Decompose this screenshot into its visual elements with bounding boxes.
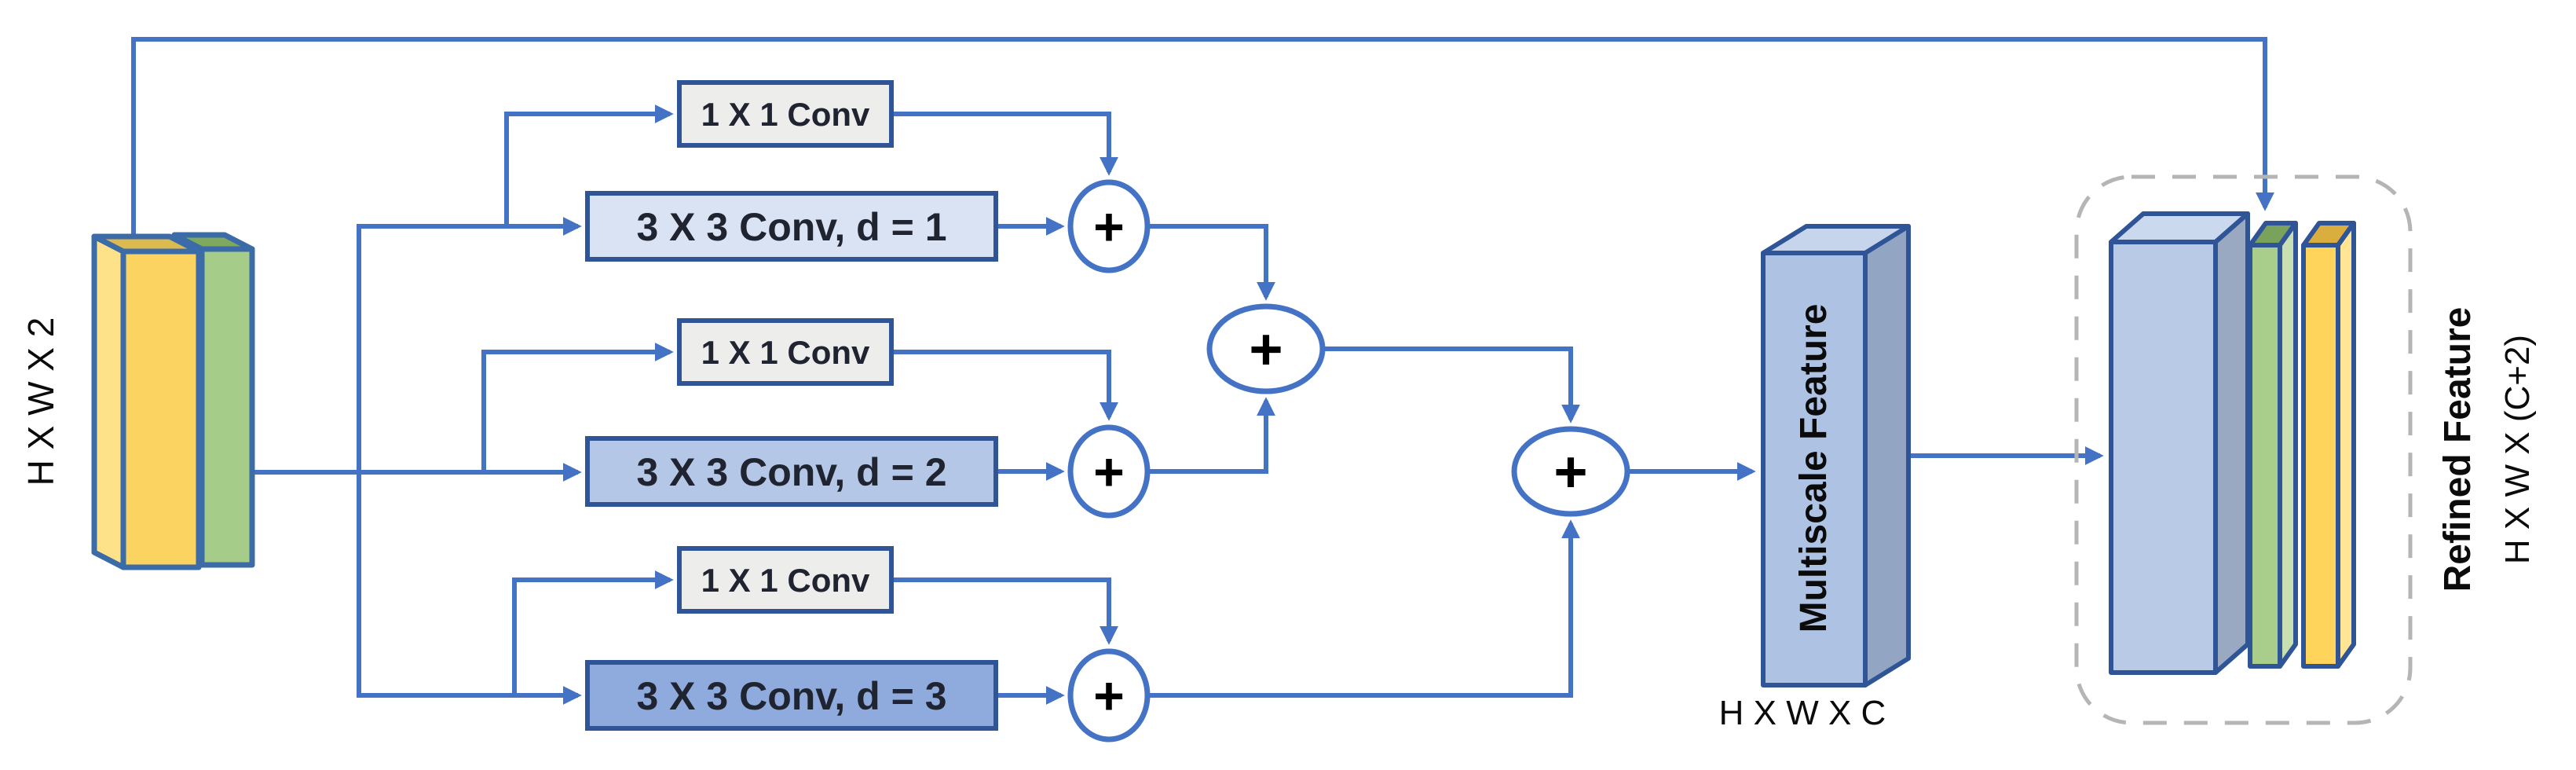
refined-blue-side-face	[2213, 211, 2250, 675]
branch1-1x1-feed-line	[504, 104, 674, 226]
plus-node-1-symbol: +	[1093, 197, 1125, 257]
trunk-to-branch3-line	[357, 472, 582, 705]
conv1x1-d2-label: 1 X 1 Conv	[701, 334, 870, 371]
branch-2: 1 X 1 Conv 3 X 3 Conv, d = 2 +	[585, 318, 1151, 519]
branch2-1x1-feed-line	[481, 343, 674, 472]
plus1-to-merge-line	[1147, 224, 1275, 301]
input-yellow-side-face	[91, 233, 126, 570]
plus-node-3	[1067, 648, 1151, 742]
refined-blue-front-face	[2109, 240, 2218, 675]
plus3-to-final-line	[1147, 519, 1580, 698]
conv3x3-d2-box	[585, 436, 998, 507]
refined-feature-group: Refined Feature H X W X (C+2)	[2074, 174, 2537, 725]
plus-node-final-symbol: +	[1553, 439, 1587, 504]
conv3x3-d3-box	[585, 660, 998, 731]
conv1x1-d3-label: 1 X 1 Conv	[701, 562, 870, 599]
plus-node-2-symbol: +	[1093, 442, 1125, 502]
branch2-1x1-out-line	[891, 350, 1118, 421]
conv3x3-d1-box	[585, 191, 998, 262]
refined-dashed-boundary	[2074, 174, 2413, 725]
refined-green-front-face	[2248, 243, 2282, 669]
aggregation-nodes: + +	[1206, 303, 1630, 517]
trunk-to-branch1-line	[357, 217, 582, 472]
multiscale-feature-block: Multiscale Feature H X W X C	[1719, 224, 1911, 732]
conv1x1-d1-box	[677, 80, 894, 148]
skip-connection-line	[131, 37, 2274, 236]
branch1-1x1-out-line	[891, 112, 1118, 176]
refined-dims-label: H X W X (C+2)	[2498, 335, 2537, 564]
plus-node-final	[1511, 426, 1630, 517]
input-tensor-block: H X W X 2	[20, 232, 255, 570]
branch-3: 1 X 1 Conv 3 X 3 Conv, d = 3 +	[585, 546, 1151, 742]
plus-node-2	[1067, 424, 1151, 519]
plus-node-1	[1067, 179, 1151, 273]
plus2-to-merge-line	[1147, 397, 1275, 474]
multiscale-side-face	[1863, 224, 1911, 688]
conv1x1-d3-box	[677, 546, 894, 614]
refined-feature-label: Refined Feature	[2437, 307, 2479, 592]
conv1x1-d1-label: 1 X 1 Conv	[701, 96, 870, 133]
branch-1: 1 X 1 Conv 3 X 3 Conv, d = 1 +	[585, 80, 1151, 273]
branch3-1x1-out-line	[891, 578, 1118, 645]
refined-yellow-front-face	[2301, 243, 2340, 669]
multiscale-front-face	[1761, 251, 1868, 688]
branch3-1x1-feed-line	[512, 570, 674, 695]
multiscale-label: Multiscale Feature	[1793, 304, 1835, 633]
connectors	[131, 37, 2274, 705]
plus-node-3-symbol: +	[1093, 666, 1125, 726]
input-green-front-face	[199, 246, 255, 568]
conv3x3-d3-label: 3 X 3 Conv, d = 3	[636, 674, 946, 718]
multiscale-dims-label: H X W X C	[1719, 694, 1886, 732]
input-dims-label: H X W X 2	[20, 317, 61, 486]
conv3x3-d1-label: 3 X 3 Conv, d = 1	[636, 205, 946, 249]
conv1x1-d2-box	[677, 318, 894, 386]
conv3x3-d2-label: 3 X 3 Conv, d = 2	[636, 450, 946, 494]
plus-node-merge-symbol: +	[1249, 317, 1283, 382]
input-yellow-front-face	[120, 248, 202, 570]
merge-to-final-line	[1323, 346, 1580, 424]
plus-node-merge	[1206, 303, 1326, 394]
